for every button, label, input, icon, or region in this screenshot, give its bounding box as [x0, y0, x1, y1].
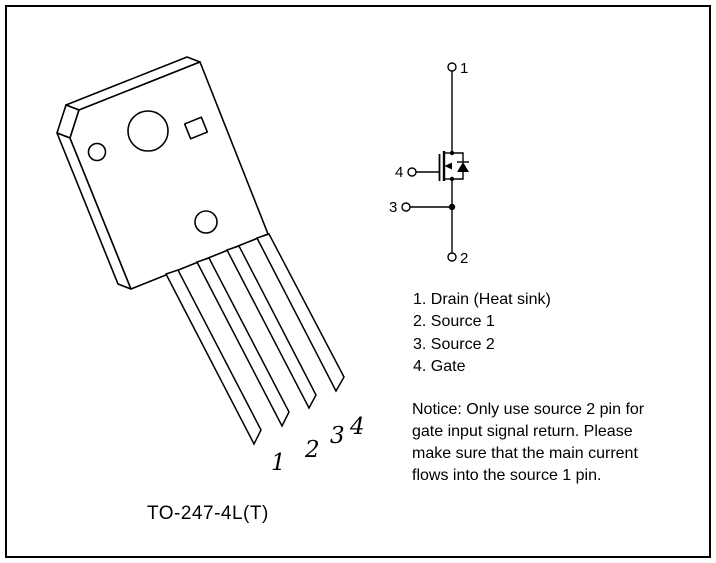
schematic-terminals	[401, 62, 457, 262]
junction-dot-source	[449, 176, 455, 182]
package-pin-numbers: 1 2 3 4	[271, 414, 365, 476]
terminal-gate	[407, 167, 417, 177]
terminal-drain	[447, 62, 457, 72]
schematic-label-source1: 2	[460, 250, 468, 267]
package-pin-label-4: 4	[349, 414, 365, 440]
schematic-filled-marks	[444, 150, 469, 211]
notice-line: make sure that the main current	[412, 445, 638, 462]
package-drawing	[56, 56, 269, 290]
center-hole-bottom	[194, 210, 218, 234]
page-border	[5, 5, 711, 558]
pin-list-item: 3. Source 2	[413, 335, 495, 353]
notice-line: gate input signal return. Please	[412, 423, 633, 440]
notice-text: Notice: Only use source 2 pin for gate i…	[412, 399, 712, 487]
square-hole-right	[183, 116, 209, 140]
package-pin-label-3: 3	[330, 423, 345, 449]
notice-line: Notice: Only use source 2 pin for	[412, 401, 645, 418]
small-hole-left	[87, 142, 107, 162]
pin-list-item: 4. Gate	[413, 358, 466, 376]
package-name: TO-247-4L(T)	[147, 503, 269, 524]
pin-list-item: 2. Source 1	[413, 313, 495, 331]
terminal-source2	[401, 202, 411, 212]
diode-branch-bottom	[452, 172, 464, 180]
diode-branch-top	[452, 152, 464, 162]
body-diode-triangle	[457, 162, 469, 172]
schematic-label-gate: 4	[395, 164, 403, 181]
package-pin-label-1: 1	[271, 450, 286, 476]
schematic-label-drain: 1	[460, 60, 468, 77]
package-pin-4	[255, 233, 345, 393]
package-pin-label-2: 2	[304, 437, 320, 463]
package-pin-3	[225, 245, 317, 410]
junction-dot-drain	[449, 150, 455, 156]
package-pin-1	[164, 269, 262, 446]
pin-function-list: 1. Drain (Heat sink) 2. Source 1 3. Sour…	[413, 289, 551, 379]
bulk-arrow	[444, 162, 452, 170]
mosfet-schematic	[410, 71, 469, 253]
schematic-pin-numbers: 1 2 3 4	[389, 60, 468, 267]
package-pins	[164, 233, 345, 446]
package-pin-2	[195, 257, 290, 428]
terminal-source1	[447, 252, 457, 262]
junction-dot-source2	[448, 203, 456, 211]
mounting-hole	[127, 110, 169, 152]
notice-line: flows into the source 1 pin.	[412, 467, 602, 484]
schematic-label-source2: 3	[389, 199, 397, 216]
pin-list-item: 1. Drain (Heat sink)	[413, 291, 551, 308]
